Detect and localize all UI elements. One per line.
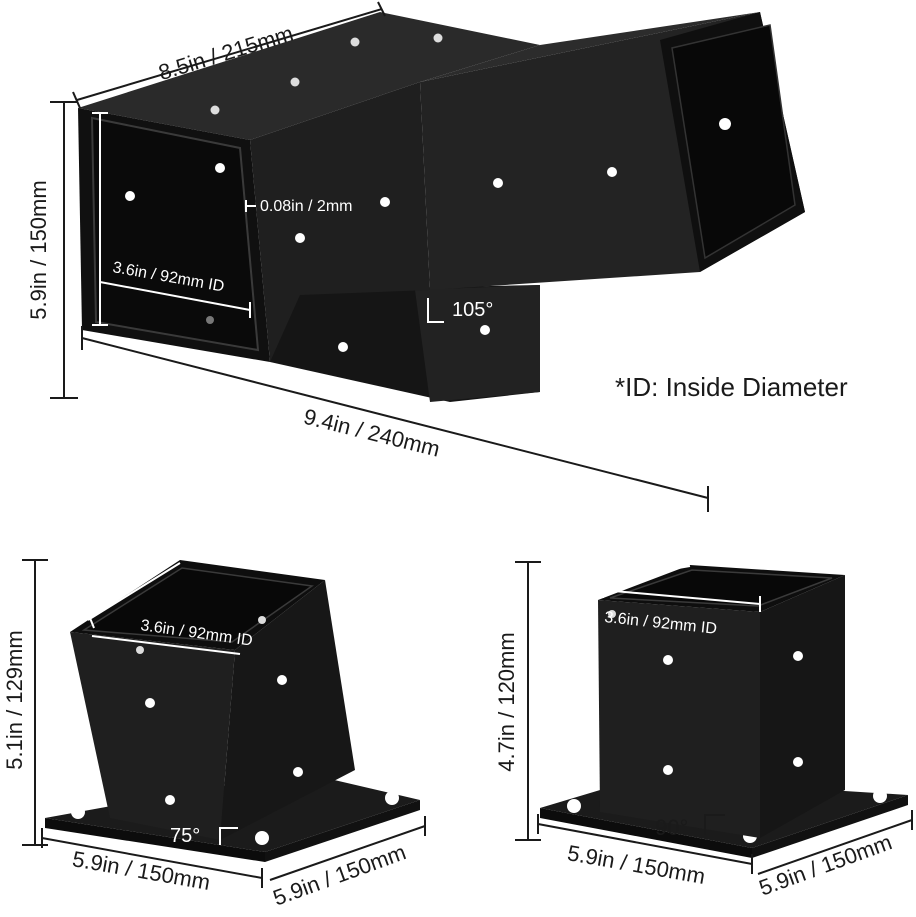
top-bracket: [78, 12, 805, 402]
base-hole-icon: [567, 799, 581, 813]
base-hole-icon: [873, 789, 887, 803]
id-note: *ID: Inside Diameter: [615, 372, 848, 402]
bolt-hole-icon: [350, 37, 360, 47]
bolt-hole-icon: [145, 698, 155, 708]
right-angle-label: 90°: [655, 815, 688, 840]
bolt-hole-icon: [719, 118, 731, 130]
angle-marker-75: [219, 827, 238, 845]
bolt-hole-icon: [290, 77, 300, 87]
right-dimension-lines: [515, 561, 913, 875]
bolt-hole-icon: [493, 178, 503, 188]
top-angle-label: 105°: [452, 299, 493, 321]
base-hole-icon: [385, 791, 399, 805]
right-height-label: 4.7in / 120mm: [494, 632, 519, 771]
thickness-label: 0.08in / 2mm: [260, 198, 352, 215]
bolt-hole-icon: [125, 191, 135, 201]
bolt-hole-icon: [215, 163, 225, 173]
bolt-hole-icon: [136, 646, 144, 654]
angle-marker-105: [427, 298, 444, 323]
bolt-hole-icon: [663, 655, 673, 665]
top-inner-measure-lines: [92, 112, 256, 326]
top-dimension-lines: [50, 1, 709, 512]
bolt-hole-icon: [663, 765, 673, 775]
right-base-front-label: 5.9in / 150mm: [565, 840, 707, 889]
left-height-label: 5.1in / 129mm: [2, 630, 27, 769]
bolt-hole-icon: [480, 325, 490, 335]
right-inner-measure-lines: [602, 565, 761, 612]
bolt-hole-icon: [338, 342, 348, 352]
right-base-bracket: [540, 565, 908, 858]
bolt-hole-icon: [165, 795, 175, 805]
bolt-hole-icon: [608, 610, 616, 618]
bolt-hole-icon: [793, 757, 803, 767]
left-dimension-lines: [22, 559, 426, 888]
bolt-hole-icon: [277, 675, 287, 685]
bolt-hole-icon: [433, 33, 443, 43]
bolt-hole-icon: [258, 616, 266, 624]
base-hole-icon: [255, 831, 269, 845]
bolt-hole-icon: [206, 316, 214, 324]
left-base-front-label: 5.9in / 150mm: [70, 846, 212, 895]
base-hole-icon: [71, 805, 85, 819]
bolt-hole-icon: [607, 167, 617, 177]
left-angle-label: 75°: [170, 825, 200, 847]
bolt-hole-icon: [793, 651, 803, 661]
left-base-bracket: [45, 560, 420, 862]
bolt-hole-icon: [293, 767, 303, 777]
angle-marker-90: [704, 814, 725, 835]
left-inner-measure-lines: [87, 562, 241, 655]
bolt-hole-icon: [380, 197, 390, 207]
bolt-hole-icon: [295, 233, 305, 243]
bolt-hole-icon: [210, 105, 220, 115]
top-height-label: 5.9in / 150mm: [26, 180, 51, 319]
